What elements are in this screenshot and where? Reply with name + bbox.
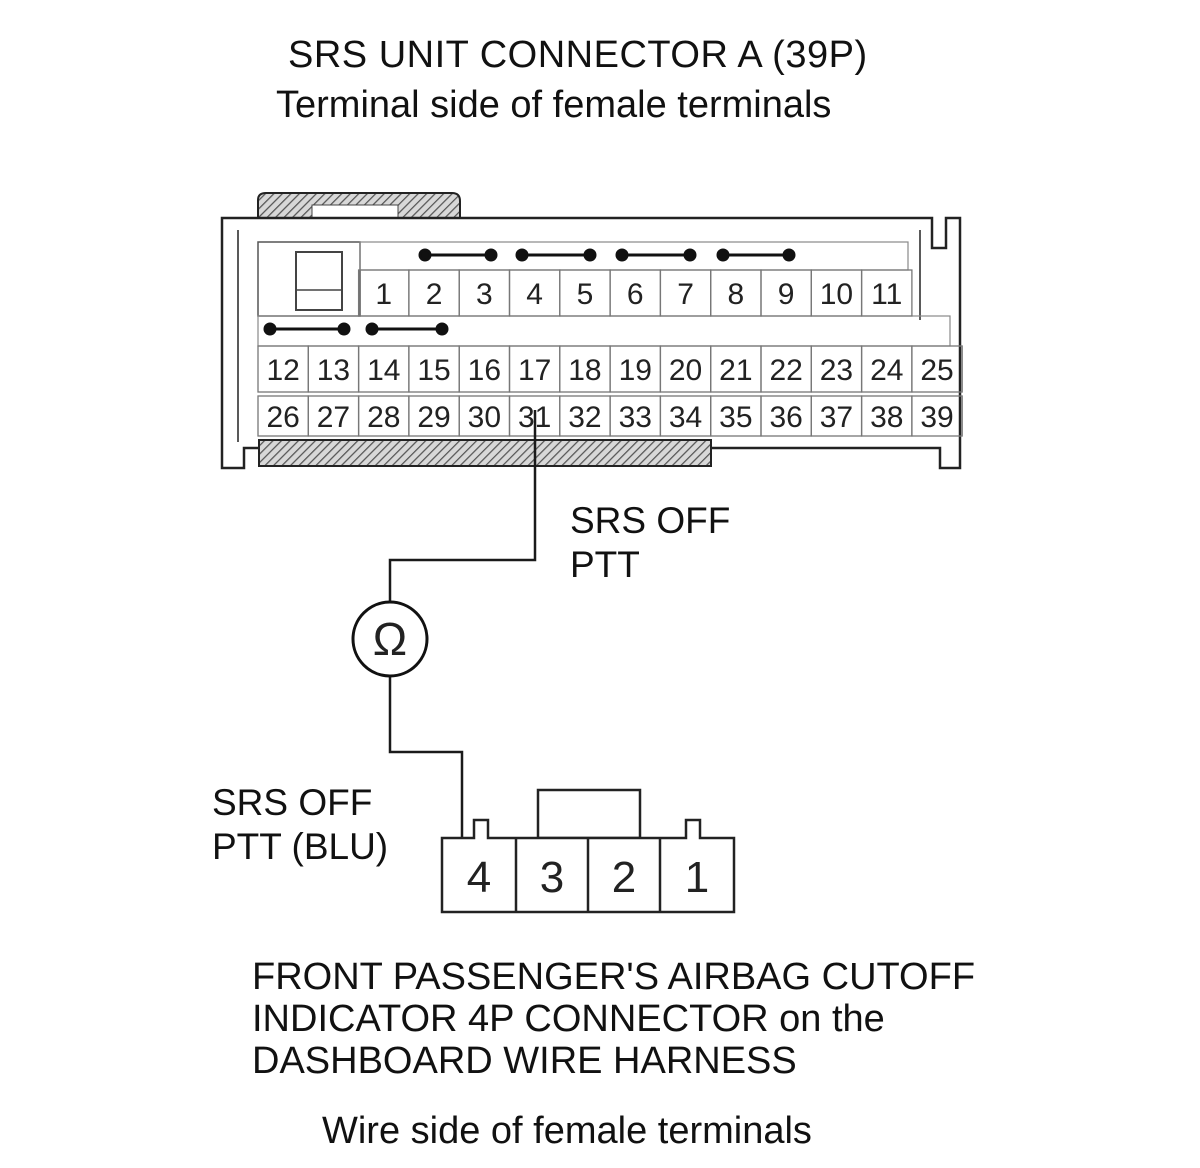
terminal-number: 39 <box>920 401 953 434</box>
terminal-number: 7 <box>677 278 694 311</box>
terminal-number: 5 <box>577 278 594 311</box>
indicator-view-note: Wire side of female terminals <box>322 1110 812 1152</box>
terminal-number: 34 <box>669 401 702 434</box>
test-lead-wire <box>388 410 537 838</box>
shorting-bars <box>263 248 796 336</box>
terminal-number: 35 <box>719 401 752 434</box>
terminal-number: 29 <box>417 401 450 434</box>
srs-connector-title: SRS UNIT CONNECTOR A (39P) <box>288 34 868 76</box>
terminal-number: 27 <box>317 401 350 434</box>
terminal-number: 13 <box>317 354 350 387</box>
indicator-terminal-number: 3 <box>540 853 564 902</box>
terminal-number: 20 <box>669 354 702 387</box>
terminal-number: 4 <box>526 278 543 311</box>
terminal-number: 25 <box>920 354 953 387</box>
terminal-number: 23 <box>820 354 853 387</box>
ohmmeter-icon: Ω <box>351 600 429 678</box>
srs-connector-subtitle: Terminal side of female terminals <box>276 84 832 126</box>
terminal-number: 1 <box>375 278 392 311</box>
terminal-number: 19 <box>619 354 652 387</box>
terminal-number: 10 <box>820 278 853 311</box>
terminal-cell <box>911 345 963 393</box>
indicator-connector-caption-line3: DASHBOARD WIRE HARNESS <box>252 1040 797 1082</box>
terminal-number: 22 <box>769 354 802 387</box>
terminal-number: 15 <box>417 354 450 387</box>
terminal-cell <box>860 269 913 317</box>
terminal-number: 6 <box>627 278 644 311</box>
terminal-number: 14 <box>367 354 400 387</box>
terminal-number: 26 <box>266 401 299 434</box>
terminal-number: 21 <box>719 354 752 387</box>
indicator-terminal-number: 4 <box>467 853 491 902</box>
row2-header-strip <box>257 315 951 347</box>
terminal-number: 8 <box>728 278 745 311</box>
srs-side-wire-label-line1: SRS OFF <box>570 500 731 541</box>
terminal-number: 11 <box>871 278 902 311</box>
connector-latch-bottom <box>258 439 712 467</box>
srs-connector-housing <box>220 216 962 470</box>
indicator-terminal-number: 2 <box>612 853 636 902</box>
terminal-number: 17 <box>518 354 551 387</box>
terminal-number: 38 <box>870 401 903 434</box>
connector-lock-cavity <box>257 241 361 317</box>
terminal-number: 30 <box>468 401 501 434</box>
indicator-terminal-number: 1 <box>685 853 709 902</box>
terminal-number: 28 <box>367 401 400 434</box>
terminal-number: 24 <box>870 354 903 387</box>
terminal-number: 2 <box>426 278 443 311</box>
terminal-number: 37 <box>820 401 853 434</box>
srs-side-wire-label-line2: PTT <box>570 544 640 585</box>
indicator-side-wire-label-line1: SRS OFF <box>212 782 373 823</box>
terminal-number: 9 <box>778 278 795 311</box>
ohm-symbol: Ω <box>373 613 407 665</box>
terminal-number: 12 <box>266 354 299 387</box>
terminal-number: 33 <box>619 401 652 434</box>
indicator-connector-caption-line2: INDICATOR 4P CONNECTOR on the <box>252 998 885 1040</box>
indicator-connector-caption-line1: FRONT PASSENGER'S AIRBAG CUTOFF <box>252 956 976 998</box>
indicator-4p-connector <box>440 788 736 914</box>
terminal-number: 16 <box>468 354 501 387</box>
terminal-number: 36 <box>769 401 802 434</box>
terminal-number: 32 <box>568 401 601 434</box>
indicator-side-wire-label-line2: PTT (BLU) <box>212 826 389 867</box>
latch-slot <box>311 204 399 219</box>
terminal-number: 3 <box>476 278 493 311</box>
terminal-number: 18 <box>568 354 601 387</box>
terminal-cell <box>911 395 963 437</box>
